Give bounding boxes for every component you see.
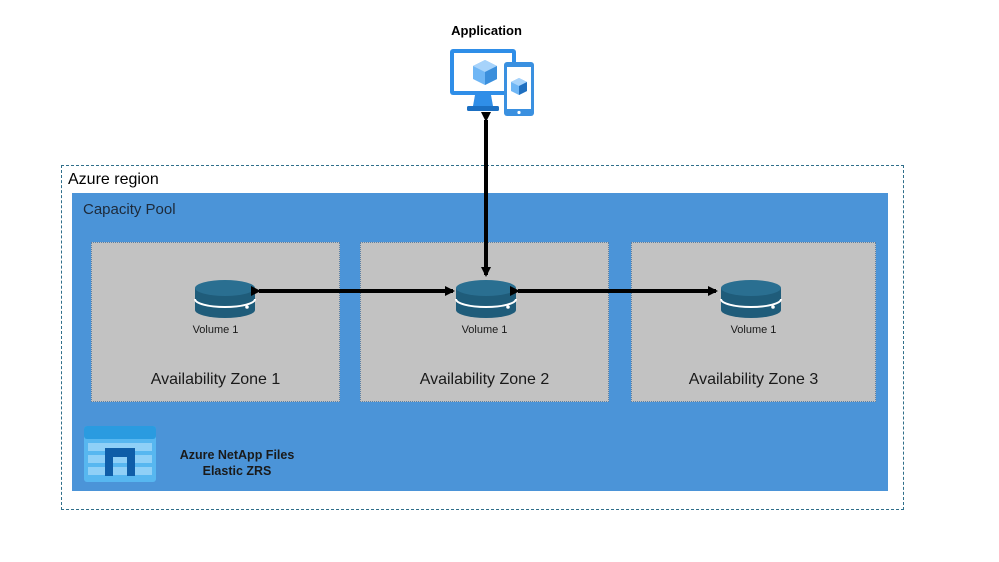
volume-label: Volume 1 (461, 324, 508, 336)
volume-label: Volume 1 (192, 324, 239, 336)
capacity-pool-label: Capacity Pool (83, 201, 176, 218)
volume-disk-icon (720, 280, 782, 318)
availability-zone-2: Volume 1 Availability Zone 2 (360, 242, 609, 402)
availability-zone-label: Availability Zone 1 (150, 371, 281, 388)
availability-zone-label: Availability Zone 2 (419, 371, 550, 388)
availability-zone-label: Availability Zone 3 (688, 371, 819, 388)
application-label: Application (451, 23, 522, 38)
desktop-and-phone-icon (450, 49, 534, 116)
service-name-line2: Elastic ZRS (202, 464, 272, 478)
azure-netapp-files-icon (84, 426, 156, 482)
service-name: Azure NetApp Files Elastic ZRS (164, 447, 310, 479)
availability-zone-1: Volume 1 Availability Zone 1 (91, 242, 340, 402)
service-name-line1: Azure NetApp Files (179, 448, 295, 462)
availability-zone-3: Volume 1 Availability Zone 3 (631, 242, 876, 402)
volume-disk-icon (455, 280, 517, 318)
volume-label: Volume 1 (730, 324, 777, 336)
volume-disk-icon (194, 280, 256, 318)
azure-region-label: Azure region (68, 171, 159, 188)
